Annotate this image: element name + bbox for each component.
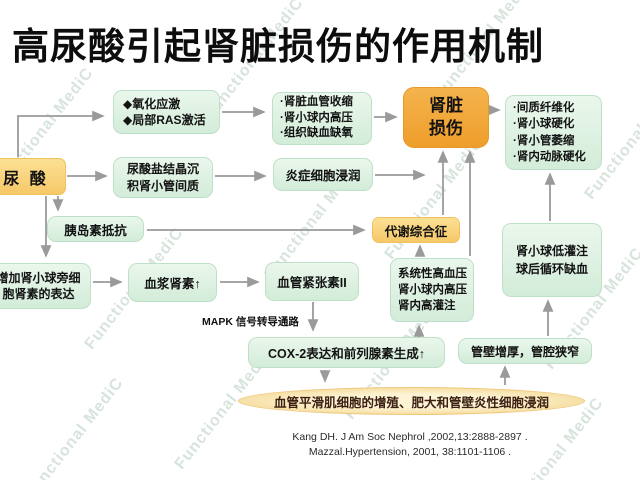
node-smooth-muscle-proliferation: 血管平滑肌细胞的增殖、肥大和管壁炎性细胞浸润 bbox=[238, 387, 585, 415]
citation-line: Mazzal.Hypertension, 2001, 38:1101-1106 … bbox=[308, 445, 512, 458]
node-insulin-resistance: 胰岛素抵抗 bbox=[47, 216, 144, 242]
node-systemic-hypertension: 系统性高血压 肾小球内高压 肾内高灌注 bbox=[390, 258, 474, 322]
node-uric-acid: 尿 酸 bbox=[0, 158, 66, 195]
node-urate-crystal-deposition: 尿酸盐结晶沉 积肾小管间质 bbox=[113, 157, 213, 198]
node-renal-vasoconstriction: ·肾脏血管收缩 ·肾小球内高压 ·组织缺血缺氧 bbox=[272, 92, 372, 145]
mapk-pathway-label: MAPK 信号转导通路 bbox=[202, 316, 299, 328]
node-plasma-renin: 血浆肾素↑ bbox=[128, 263, 217, 302]
node-wall-thickening: 管壁增厚，管腔狭窄 bbox=[458, 338, 592, 364]
citation-line: Kang DH. J Am Soc Nephrol ,2002,13:2888-… bbox=[292, 431, 528, 443]
node-angiotensin-ii: 血管紧张素II bbox=[265, 262, 359, 301]
node-kidney-damage: 肾脏 损伤 bbox=[403, 87, 489, 148]
node-cox2-prostaglandin: COX-2表达和前列腺素生成↑ bbox=[248, 337, 445, 368]
node-chronic-outcomes: ·间质纤维化 ·肾小球硬化 ·肾小管萎缩 ·肾内动脉硬化 bbox=[505, 95, 602, 170]
node-juxtaglomerular-renin: 增加肾小球旁细 胞肾素的表达 bbox=[0, 263, 91, 309]
arrow-uricacid-to-oxidative bbox=[17, 110, 105, 157]
node-metabolic-syndrome: 代谢综合征 bbox=[372, 217, 460, 243]
node-oxidative-stress: ◆氧化应激 ◆局部RAS激活 bbox=[113, 90, 220, 134]
page-title: 高尿酸引起肾脏损伤的作用机制 bbox=[12, 24, 544, 68]
node-glomerular-hypoperfusion: 肾小球低灌注 球后循环缺血 bbox=[502, 223, 602, 297]
node-inflammatory-infiltration: 炎症细胞浸润 bbox=[273, 158, 373, 191]
citations: Kang DH. J Am Soc Nephrol ,2002,13:2888-… bbox=[220, 430, 600, 459]
